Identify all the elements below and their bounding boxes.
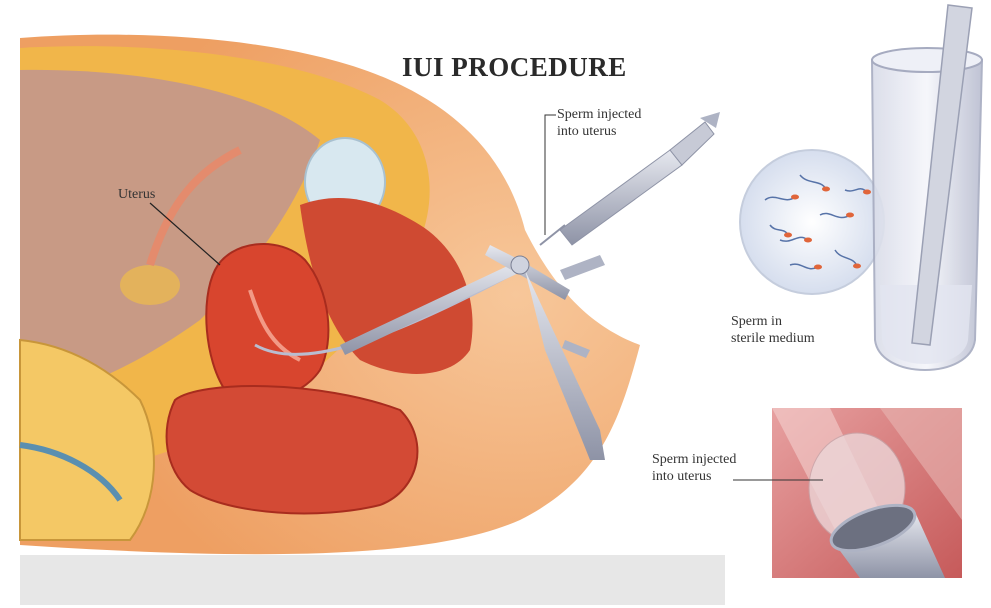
label-uterus: Uterus — [118, 186, 155, 203]
label-syringe-line2: into uterus — [557, 123, 641, 140]
diagram-title: IUI PROCEDURE — [402, 52, 627, 83]
inset-detail — [772, 408, 962, 578]
label-sperm-injected-inset: Sperm injected into uterus — [652, 451, 736, 485]
sperm-magnified-circle — [740, 150, 884, 294]
ovary — [120, 265, 180, 305]
floor-shadow — [20, 555, 725, 605]
label-inset-line1: Sperm injected — [652, 451, 736, 468]
label-medium-line1: Sperm in — [731, 313, 815, 330]
label-syringe-line1: Sperm injected — [557, 106, 641, 123]
label-sperm-medium: Sperm in sterile medium — [731, 313, 815, 347]
syringe-leader-line — [545, 115, 556, 235]
label-inset-line2: into uterus — [652, 468, 736, 485]
uterus-shape — [206, 244, 328, 400]
label-sperm-injected-syringe: Sperm injected into uterus — [557, 106, 641, 140]
rectum — [167, 386, 418, 513]
label-medium-line2: sterile medium — [731, 330, 815, 347]
test-tube — [872, 5, 982, 370]
label-uterus-text: Uterus — [118, 186, 155, 203]
